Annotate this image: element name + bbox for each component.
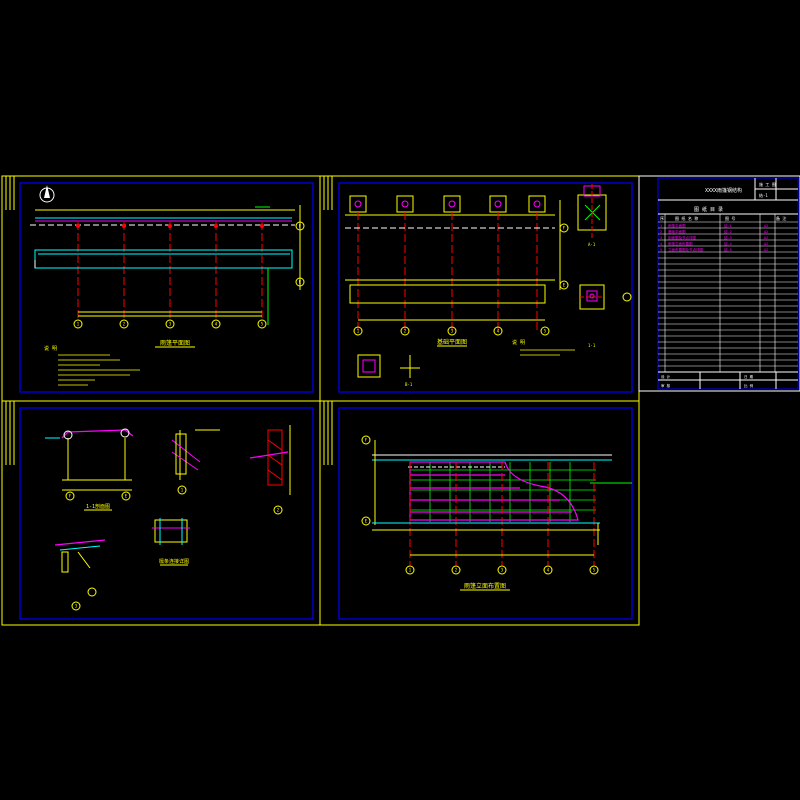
title-block: XXXX雨篷钢结构 施 工 图 结-1 图 纸 目 录 序 图 纸 名 称 图 … [638,175,800,392]
detail-purlin: 檩条连接详图 [152,518,190,566]
index-row-no: 3 [660,236,662,240]
axis-label: 5 [593,568,596,573]
index-row-name: 雨篷平面图 [668,223,686,228]
detail-mark: 2 [277,508,280,513]
index-row-no: 5 [660,248,662,252]
section-label: A-1 [588,242,596,247]
index-title: 图 纸 目 录 [694,206,723,213]
axis-label: F [365,438,368,443]
index-row-size: A2 [764,224,768,228]
drawing-title: 基础平面图 [437,338,467,346]
axis-label: 2 [404,329,407,334]
index-row-code: 结-4 [724,241,732,246]
axis-label: F [69,494,72,499]
stage-label: 施 工 图 [759,181,776,187]
drawing-title: 雨篷立面布置图 [464,582,506,590]
section-detail-b: 1-1 [579,284,632,348]
detail-mark: 3 [75,604,78,609]
axis-label: 4 [215,322,218,327]
axis-label: F [299,224,302,229]
footings [349,195,546,213]
axis-label: 4 [547,568,550,573]
detail-3: 3 [54,539,106,611]
axis-label: E [299,280,302,285]
slab-outline [34,249,293,269]
index-row-size: A2 [764,230,768,234]
project-name: XXXX雨篷钢结构 [705,187,742,194]
detail-mark: 1 [181,488,184,493]
index-col-head: 图 号 [725,215,735,221]
binding-strip [5,176,333,465]
index-table-lines [658,214,798,372]
index-col-head: 备 注 [776,215,786,221]
notes-heading: 说 明 [44,345,57,352]
axis-label: E [125,494,128,499]
axis-label: 5 [261,322,264,327]
index-row-name: 剖面图及节点详图 [668,235,696,240]
axis-label: F [563,226,566,231]
drawing-title: 檩条连接详图 [159,558,189,565]
section-label: B-1 [405,382,413,387]
axis-bubbles-plan [73,221,305,329]
notes-heading: 说 明 [512,339,525,346]
drawing-sections-details: F E 1-1剖面图 1 2 [45,425,291,611]
index-row-name: 立面布置图及节点详图 [668,247,703,252]
section-1-1: F E 1-1剖面图 [45,428,134,511]
index-row-size: A2 [764,248,768,252]
strip-footing [349,284,546,304]
axis-label: 4 [497,329,500,334]
footer-label: 日 期 [744,374,754,379]
axis-label: 1 [77,322,80,327]
footer-label: 比 例 [744,383,754,388]
drawing-canopy-plan: 1 2 3 4 5 F E 雨篷平面图 说 明 [30,185,305,386]
section-detail-a: A-1 [577,184,607,247]
axis-label: E [365,519,368,524]
index-row-size: A2 [764,236,768,240]
index-row-name: 雨篷立面布置图 [668,241,693,246]
drawing-title: 1-1剖面图 [86,503,110,510]
detail-2: 2 [249,425,291,515]
axis-label: 1 [357,329,360,334]
north-arrow-pointer [44,185,50,198]
drawing-elevation: 1 2 3 4 5 F E 雨篷立面布置图 [361,435,632,591]
index-header: 序 图 纸 名 称 图 号 备 注 [660,215,786,221]
index-row-no: 1 [660,224,662,228]
index-col-head: 序 [660,215,664,221]
index-row-code: 结-3 [724,235,732,240]
sheet-frame [1,175,640,626]
axis-label: 3 [501,568,504,573]
detail-1: 1 [171,429,220,495]
axis-label: 1 [409,568,412,573]
index-row-size: A2 [764,242,768,246]
index-row-code: 结-1 [724,223,732,228]
axis-label: 3 [169,322,172,327]
index-row-code: 结-5 [724,247,732,252]
notes-lines [58,354,140,386]
footer-label: 审 核 [661,383,671,388]
index-row-lines [658,227,798,367]
axis-label: 2 [455,568,458,573]
footer-label: 设 计 [661,374,671,379]
axis-label: E [563,283,566,288]
facade-grid [410,462,596,522]
inner-borders [19,182,633,620]
drawing-foundation-plan: 1 2 3 4 5 F E A-1 1-1 [345,184,632,387]
axis-label: 5 [544,329,547,334]
drawing-title: 雨篷平面图 [160,339,190,347]
index-rows: 1 雨篷平面图 结-1 A2 2 基础平面图 结-2 A2 3 剖面图及节点详图… [660,223,768,252]
index-col-head: 图 纸 名 称 [675,215,698,221]
axis-label: 2 [123,322,126,327]
index-row-no: 4 [660,242,662,246]
section-detail-small: B-1 [357,354,420,387]
index-row-name: 基础平面图 [668,229,686,234]
index-row-no: 2 [660,230,662,234]
grid-lines-plan [77,222,263,320]
sheet-number: 结-1 [759,192,768,198]
cladding-outline [409,461,579,521]
index-row-code: 结-2 [724,229,732,234]
section-label: 1-1 [588,343,596,348]
axis-label: 3 [451,329,454,334]
